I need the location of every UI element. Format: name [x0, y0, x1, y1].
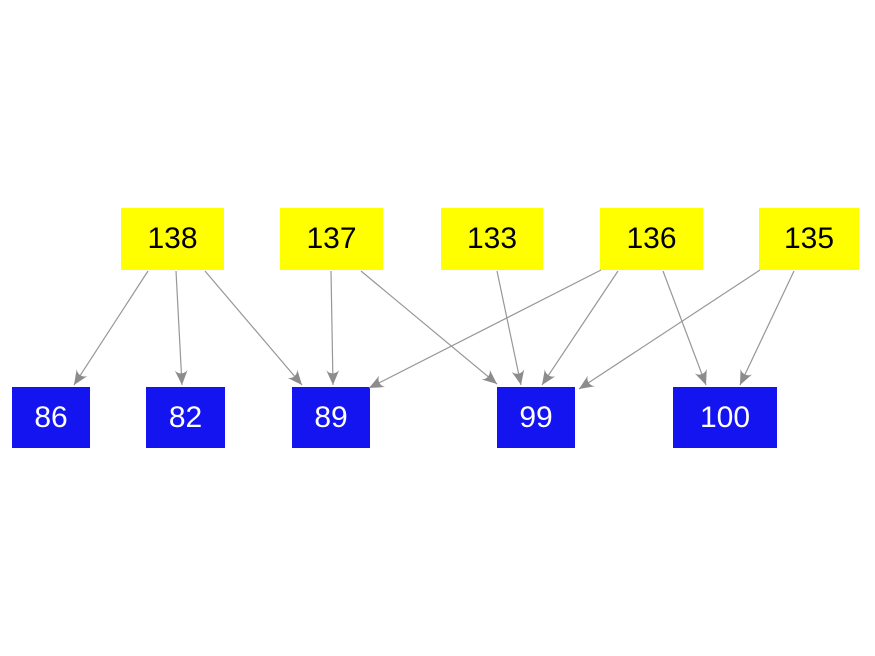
graph-node-label: 86 — [34, 400, 68, 434]
graph-node-82: 82 — [146, 387, 225, 448]
graph-node-label: 135 — [783, 222, 835, 255]
graph-node-label: 100 — [699, 400, 751, 434]
graph-node-label: 138 — [147, 222, 198, 255]
graph-node-label: 136 — [626, 222, 677, 255]
graph-node-label: 89 — [314, 400, 348, 434]
graph-node-89: 89 — [292, 387, 370, 448]
graph-node-133: 133 — [441, 208, 543, 270]
graph-node-138: 138 — [121, 208, 224, 270]
graph-node-label: 99 — [519, 400, 553, 434]
graph-node-99: 99 — [497, 387, 575, 448]
graph-node-136: 136 — [600, 208, 703, 270]
graph-node-135: 135 — [759, 208, 859, 270]
graph-node-label: 82 — [168, 400, 203, 434]
graph-node-label: 137 — [306, 222, 357, 255]
graph-node-label: 133 — [466, 222, 518, 255]
graph-node-137: 137 — [280, 208, 383, 270]
graph-node-100: 100 — [673, 387, 777, 448]
graph-node-86: 86 — [12, 387, 90, 448]
